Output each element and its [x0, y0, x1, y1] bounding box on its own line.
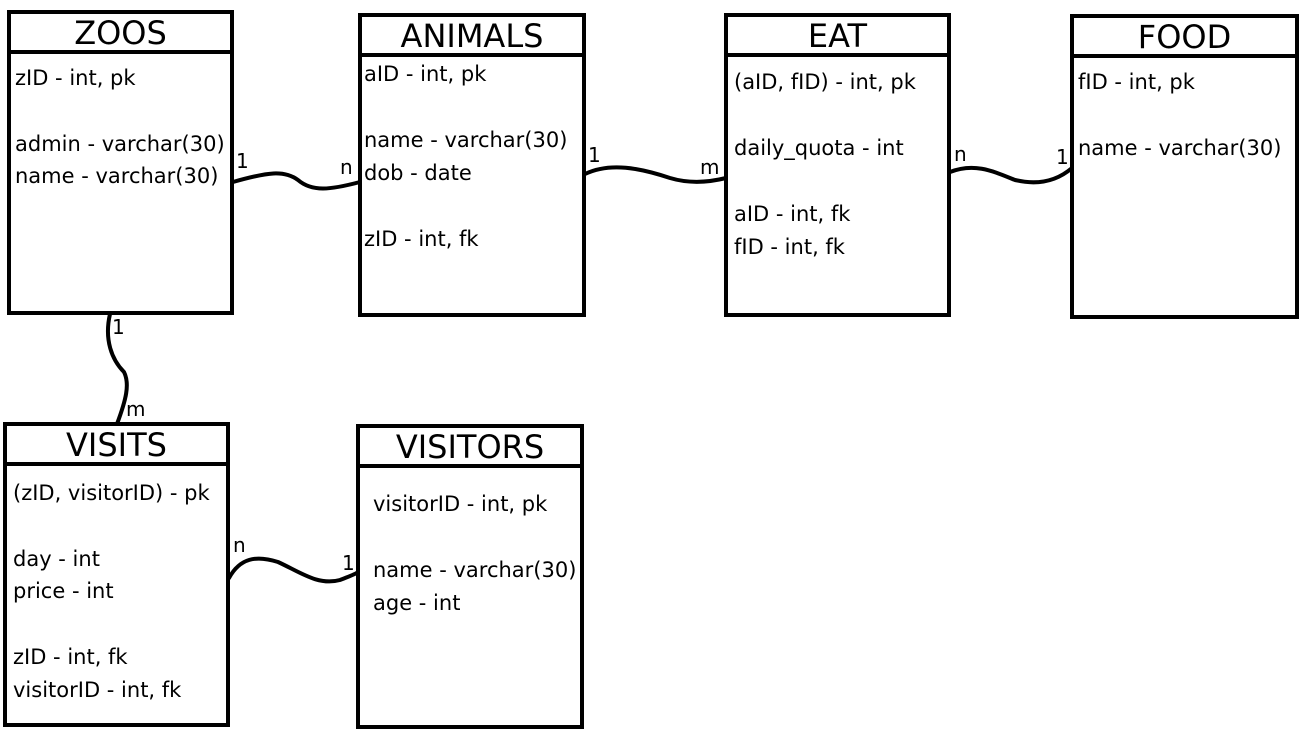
table-title-visitors: VISITORS: [360, 428, 580, 468]
line-visits-visitors: [227, 556, 360, 584]
cardinality-zoos-animals-from: 1: [236, 149, 249, 173]
field-visitors-age: age - int: [373, 591, 461, 615]
field-visits-visitorid: visitorID - int, fk: [13, 678, 182, 702]
table-title-visits: VISITS: [7, 426, 226, 466]
table-title-zoos: ZOOS: [11, 14, 230, 54]
cardinality-visits-visitors-from: n: [233, 533, 246, 557]
table-zoos: ZOOS zID - int, pk admin - varchar(30) n…: [7, 10, 234, 315]
field-animals-name: name - varchar(30): [364, 128, 568, 152]
field-eat-fid: fID - int, fk: [734, 235, 845, 259]
field-eat-daily-quota: daily_quota - int: [734, 136, 904, 160]
cardinality-animals-eat-from: 1: [588, 143, 601, 167]
table-visitors: VISITORS visitorID - int, pk name - varc…: [356, 424, 584, 729]
cardinality-animals-eat-to: m: [700, 155, 720, 179]
field-visits-day: day - int: [13, 547, 100, 571]
table-visits: VISITS (zID, visitorID) - pk day - int p…: [3, 422, 230, 727]
line-eat-food: [948, 165, 1074, 185]
cardinality-zoos-visits-to: m: [126, 397, 146, 421]
line-zoos-animals: [231, 171, 362, 191]
field-animals-zid: zID - int, fk: [364, 227, 479, 251]
field-zoos-admin: admin - varchar(30): [15, 132, 225, 156]
line-animals-eat: [583, 165, 728, 184]
cardinality-zoos-visits-from: 1: [112, 315, 125, 339]
field-zoos-zid: zID - int, pk: [15, 66, 136, 90]
line-zoos-visits: [105, 312, 129, 426]
table-eat: EAT (aID, fID) - int, pk daily_quota - i…: [724, 13, 951, 317]
table-food: FOOD fID - int, pk name - varchar(30): [1070, 14, 1299, 319]
field-visits-pk: (zID, visitorID) - pk: [13, 481, 210, 505]
table-animals: ANIMALS aID - int, pk name - varchar(30)…: [358, 13, 586, 317]
cardinality-zoos-animals-to: n: [340, 155, 353, 179]
field-eat-aid: aID - int, fk: [734, 202, 851, 226]
field-animals-aid: aID - int, pk: [364, 62, 487, 86]
table-title-food: FOOD: [1074, 18, 1295, 58]
field-animals-dob: dob - date: [364, 161, 472, 185]
field-eat-pk: (aID, fID) - int, pk: [734, 70, 916, 94]
cardinality-eat-food-to: 1: [1056, 145, 1069, 169]
field-visitors-visitorid: visitorID - int, pk: [373, 492, 548, 516]
field-food-fid: fID - int, pk: [1078, 70, 1195, 94]
field-zoos-name: name - varchar(30): [15, 164, 219, 188]
table-title-animals: ANIMALS: [362, 17, 582, 57]
cardinality-eat-food-from: n: [954, 142, 967, 166]
field-food-name: name - varchar(30): [1078, 136, 1282, 160]
table-title-eat: EAT: [728, 17, 947, 57]
field-visitors-name: name - varchar(30): [373, 558, 577, 582]
cardinality-visits-visitors-to: 1: [342, 551, 355, 575]
field-visits-zid: zID - int, fk: [13, 645, 128, 669]
field-visits-price: price - int: [13, 579, 114, 603]
